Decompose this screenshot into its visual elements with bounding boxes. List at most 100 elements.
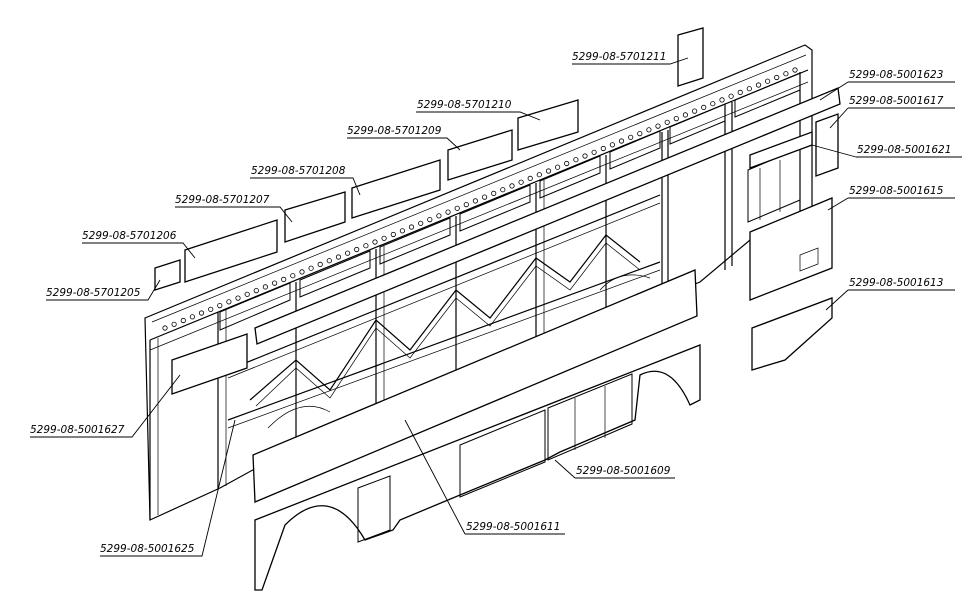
rivet [728, 93, 734, 99]
rivet [554, 164, 561, 170]
rivet [527, 175, 533, 181]
rivet [774, 74, 780, 81]
panel-5701208 [351, 159, 441, 219]
panel-5001623 [815, 113, 839, 177]
rivet [637, 131, 643, 137]
rivet [317, 261, 323, 267]
rivet [509, 183, 515, 189]
label-5001625: 5299-08-5001625 [100, 543, 195, 555]
exploded-panels [154, 27, 841, 591]
rivet [655, 123, 661, 129]
rivet [664, 119, 670, 125]
rivet [737, 89, 743, 96]
side-frame-skeleton [144, 44, 813, 521]
rivet [162, 325, 168, 331]
rivet [710, 101, 716, 107]
rivet [472, 198, 478, 204]
rivet [244, 291, 250, 297]
label-5001627: 5299-08-5001627 [30, 424, 125, 436]
label-5701208: 5299-08-5701208 [251, 165, 346, 177]
panel-5701211 [677, 27, 704, 87]
label-5001615: 5299-08-5001615 [849, 185, 944, 197]
rivet [354, 246, 360, 253]
rivet [344, 250, 351, 256]
rivet [518, 179, 524, 185]
rivet [609, 142, 616, 148]
panel-5701206 [184, 219, 278, 283]
rivet [719, 97, 725, 103]
rivet [536, 172, 542, 178]
rivet [171, 321, 177, 327]
label-5701205: 5299-08-5701205 [46, 287, 141, 299]
rivet [682, 112, 689, 118]
panel-5701205 [154, 259, 181, 291]
rivet [646, 127, 652, 133]
rivet [764, 78, 771, 84]
panel-5001611 [252, 269, 698, 503]
label-5701211: 5299-08-5701211 [572, 51, 666, 63]
panel-5001609 [254, 344, 701, 591]
label-5701207: 5299-08-5701207 [175, 194, 270, 206]
rivet [208, 306, 214, 312]
rivet [454, 205, 460, 211]
belt-strip-upper [254, 87, 841, 345]
panel-5701210 [517, 99, 579, 151]
rivet [436, 213, 442, 219]
leader-lines [30, 57, 962, 557]
rivet [746, 86, 752, 92]
rivet [217, 302, 223, 309]
rivet-row [162, 67, 798, 331]
rivet [326, 258, 332, 264]
label-5001617: 5299-08-5001617 [849, 95, 944, 107]
panel-5001615 [749, 197, 833, 301]
rivet [427, 217, 433, 223]
rivet [591, 149, 597, 155]
rivet [408, 224, 415, 230]
part-labels: 5299-08-5701211 5299-08-5701210 5299-08-… [30, 51, 951, 555]
rivet [564, 160, 570, 167]
rivet [180, 317, 186, 324]
rivet [600, 145, 606, 152]
rivet [792, 67, 798, 73]
rivet [481, 194, 488, 200]
rivet [545, 168, 552, 174]
rivet [491, 190, 497, 196]
rivet [271, 280, 278, 286]
rivet [463, 202, 469, 208]
rivet [262, 284, 268, 290]
label-5001611: 5299-08-5001611 [466, 521, 560, 533]
rivet [618, 138, 625, 144]
rivet [390, 231, 396, 238]
rivet [673, 116, 679, 122]
rivet [445, 209, 451, 215]
label-5701210: 5299-08-5701210 [417, 99, 512, 111]
rivet [399, 228, 405, 234]
rivet [308, 265, 314, 271]
panel-5701207 [284, 191, 346, 243]
rivet [189, 314, 195, 320]
rivet [628, 134, 634, 140]
label-5001609: 5299-08-5001609 [576, 465, 671, 477]
rivet [372, 239, 378, 245]
rivet [226, 299, 232, 305]
rivet [418, 220, 424, 226]
rivet [573, 157, 579, 163]
rivet [281, 276, 287, 282]
panel-5701209 [447, 129, 513, 181]
rivet [755, 82, 762, 88]
rivet [253, 287, 259, 294]
rivet [198, 310, 205, 316]
rivet [783, 71, 789, 77]
rivet [701, 104, 707, 111]
label-5701209: 5299-08-5701209 [347, 125, 442, 137]
rivet [582, 153, 588, 159]
rivet [335, 254, 342, 260]
label-5001613: 5299-08-5001613 [849, 277, 943, 289]
rivet [290, 273, 296, 279]
label-5701206: 5299-08-5701206 [82, 230, 177, 242]
rivet [500, 187, 506, 193]
label-5001621: 5299-08-5001621 [857, 144, 951, 156]
rivet [381, 235, 387, 241]
panel-5001627 [171, 333, 248, 395]
